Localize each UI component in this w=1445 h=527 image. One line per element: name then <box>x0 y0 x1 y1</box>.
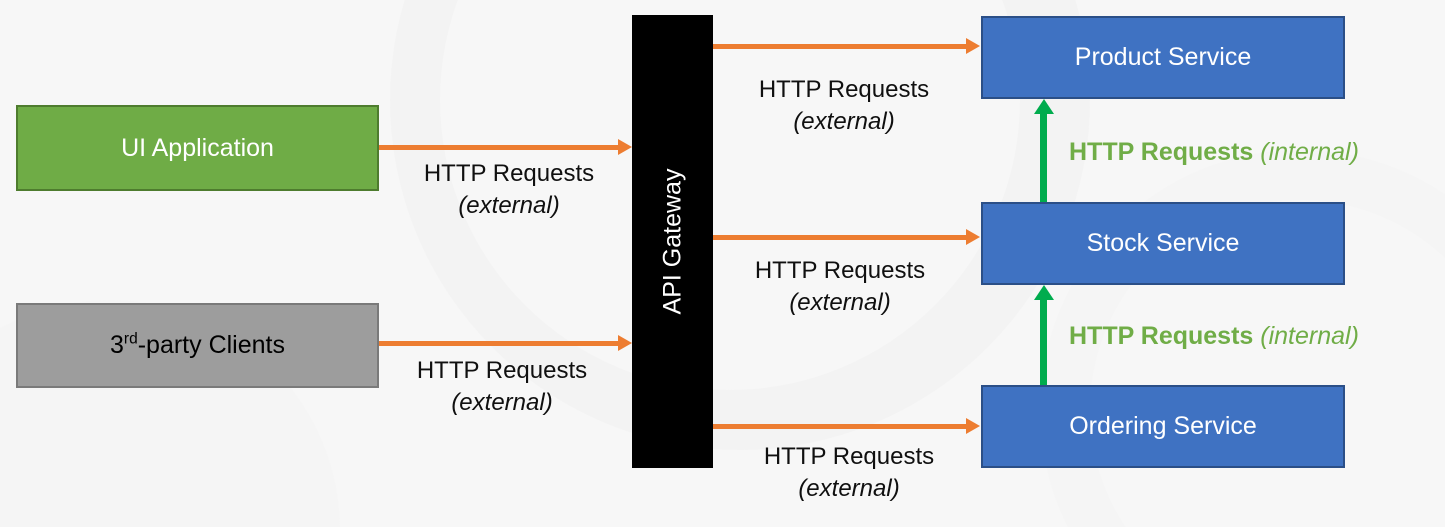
node-product-service-label: Product Service <box>1074 43 1252 71</box>
node-api-gateway[interactable]: API Gateway <box>632 15 713 468</box>
label-http-requests-external-stock: HTTP Requests (external) <box>754 257 926 316</box>
arrow-api-gateway-to-product-service <box>713 38 980 54</box>
arrow-stock-service-to-product-service <box>1033 99 1054 202</box>
arrow-third-party-clients-to-api-gateway <box>379 335 632 351</box>
node-stock-service[interactable]: Stock Service <box>981 202 1345 285</box>
node-api-gateway-label: API Gateway <box>658 168 686 315</box>
ordinal-suffix: rd <box>123 330 138 348</box>
arrow-ui-application-to-api-gateway <box>379 139 632 155</box>
arrow-ordering-service-to-stock-service <box>1033 285 1054 385</box>
node-third-party-clients-label: 3rd-party Clients <box>110 330 285 359</box>
node-ui-application[interactable]: UI Application <box>16 105 379 191</box>
node-ui-application-label: UI Application <box>121 133 274 162</box>
node-stock-service-label: Stock Service <box>1086 229 1240 257</box>
label-http-requests-external-ui: HTTP Requests (external) <box>423 160 595 219</box>
arrow-api-gateway-to-ordering-service <box>713 418 980 434</box>
label-http-requests-internal-upper: HTTP Requests (internal) <box>1069 138 1359 166</box>
label-http-requests-external-product: HTTP Requests (external) <box>758 76 930 135</box>
label-http-requests-external-ordering: HTTP Requests (external) <box>763 443 935 502</box>
label-http-requests-external-clients: HTTP Requests (external) <box>416 357 588 416</box>
arrow-api-gateway-to-stock-service <box>713 229 980 245</box>
node-product-service[interactable]: Product Service <box>981 16 1345 99</box>
node-ordering-service-label: Ordering Service <box>1069 412 1257 440</box>
node-ordering-service[interactable]: Ordering Service <box>981 385 1345 468</box>
label-http-requests-internal-lower: HTTP Requests (internal) <box>1069 322 1359 350</box>
node-third-party-clients[interactable]: 3rd-party Clients <box>16 303 379 388</box>
